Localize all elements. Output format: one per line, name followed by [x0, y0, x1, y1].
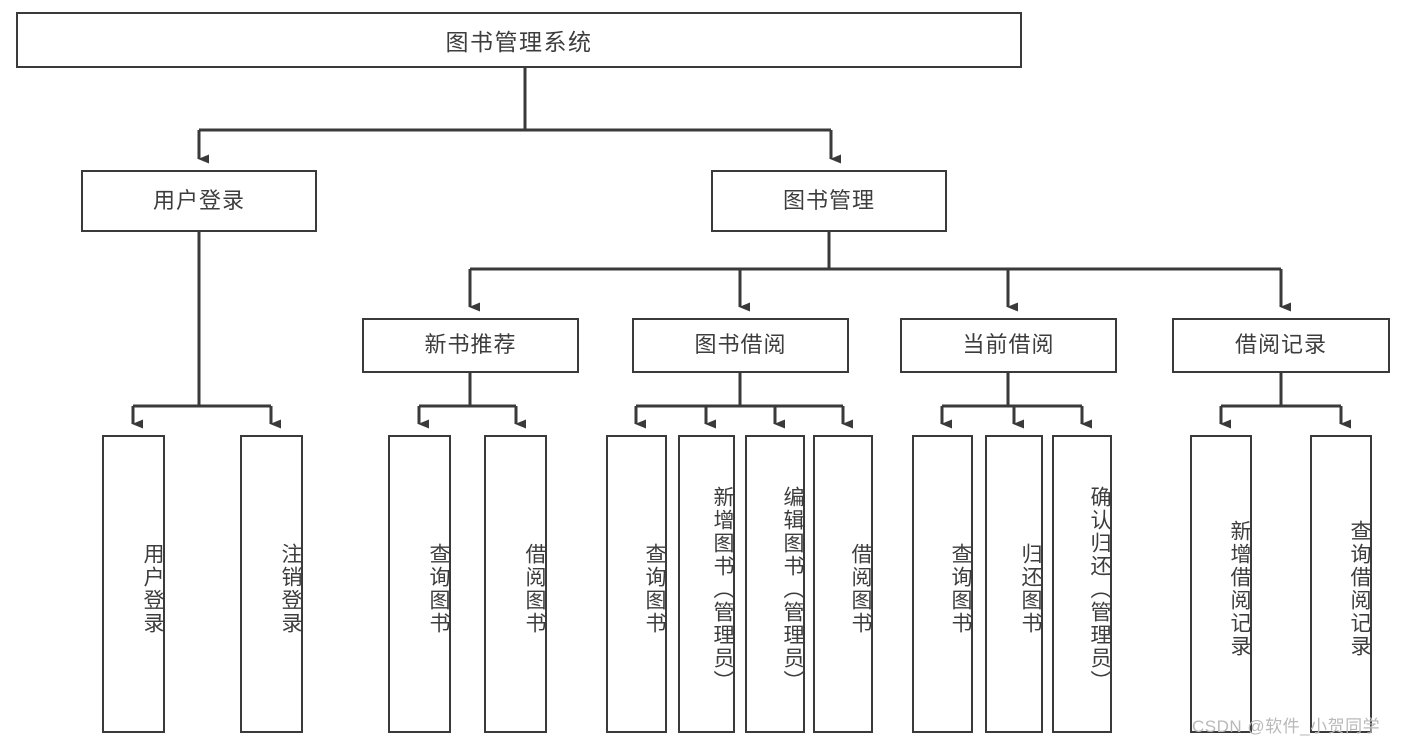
node-leaf-return-book[interactable]: 归还图书	[985, 435, 1043, 733]
node-label: 借阅图书	[523, 543, 546, 635]
node-label: 查询图书	[427, 543, 450, 635]
node-new-book-rec[interactable]: 新书推荐	[362, 318, 579, 373]
node-label: 图书管理系统	[445, 29, 593, 55]
node-current-borrow[interactable]: 当前借阅	[900, 318, 1117, 373]
node-leaf-query-book-2[interactable]: 查询图书	[606, 435, 667, 733]
node-label: 借阅记录	[1234, 332, 1327, 358]
node-leaf-user-logout[interactable]: 注销登录	[240, 435, 303, 733]
node-leaf-borrow-book-2[interactable]: 借阅图书	[813, 435, 873, 733]
node-leaf-user-login[interactable]: 用户登录	[102, 435, 165, 733]
node-label: 查询借阅记录	[1348, 520, 1371, 658]
node-label: 图书管理	[782, 187, 875, 213]
watermark-text: CSDN @软件_小贺同学	[1192, 717, 1381, 736]
node-root-system[interactable]: 图书管理系统	[16, 12, 1022, 68]
node-leaf-borrow-book-1[interactable]: 借阅图书	[484, 435, 547, 733]
node-label: 借阅图书	[849, 543, 872, 635]
node-borrow-record[interactable]: 借阅记录	[1172, 318, 1390, 373]
node-label: 确认归还（管理员）	[1088, 485, 1111, 693]
node-label: 图书借阅	[694, 332, 787, 358]
node-leaf-query-book-1[interactable]: 查询图书	[388, 435, 451, 733]
node-label: 用户登录	[152, 187, 245, 213]
node-label: 用户登录	[141, 543, 164, 635]
node-label: 编辑图书（管理员）	[781, 485, 804, 693]
node-label: 查询图书	[643, 543, 666, 635]
node-label: 新书推荐	[424, 332, 517, 358]
node-label: 当前借阅	[962, 332, 1055, 358]
node-leaf-add-book[interactable]: 新增图书（管理员）	[678, 435, 735, 733]
node-user-login[interactable]: 用户登录	[81, 170, 317, 232]
node-label: 新增图书（管理员）	[711, 485, 734, 693]
node-book-borrow[interactable]: 图书借阅	[632, 318, 849, 373]
node-label: 归还图书	[1019, 543, 1042, 635]
node-label: 查询图书	[949, 543, 972, 635]
node-leaf-query-record[interactable]: 查询借阅记录	[1310, 435, 1372, 733]
node-leaf-add-record[interactable]: 新增借阅记录	[1190, 435, 1252, 733]
node-leaf-confirm-return[interactable]: 确认归还（管理员）	[1052, 435, 1112, 733]
node-label: 注销登录	[279, 543, 302, 635]
node-leaf-edit-book[interactable]: 编辑图书（管理员）	[745, 435, 805, 733]
node-book-manage[interactable]: 图书管理	[711, 170, 947, 232]
node-label: 新增借阅记录	[1228, 520, 1251, 658]
node-leaf-query-book-3[interactable]: 查询图书	[912, 435, 973, 733]
